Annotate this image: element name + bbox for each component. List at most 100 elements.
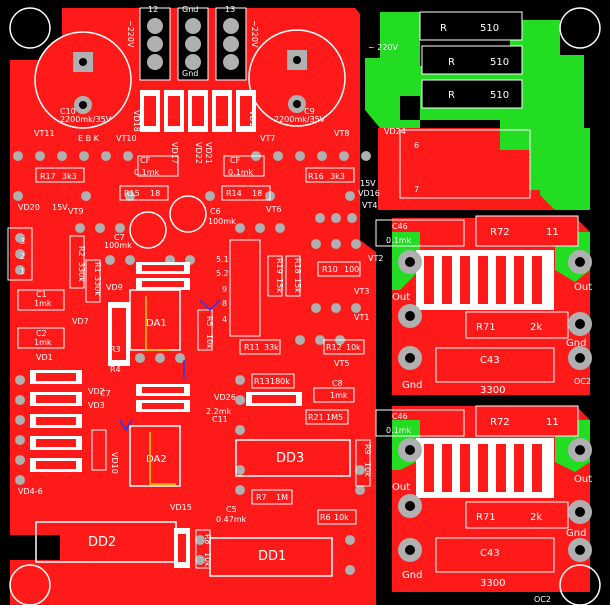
label-r-top1-val: 510 [480, 23, 499, 34]
label-vd3: VD3 [88, 401, 105, 410]
label-r21: R21 [308, 413, 324, 422]
label-r13-val: 180k [270, 377, 290, 386]
label-220v-right: ~220V [250, 20, 259, 48]
label-vt8: VT8 [334, 129, 349, 138]
label-c2-val: 1mk [34, 338, 52, 347]
label-vd24: VD24 [384, 127, 406, 136]
label-dd2: DD2 [88, 535, 116, 550]
label-pins-8: 8 [222, 299, 227, 308]
chip-dd1 [209, 537, 333, 577]
label-cf-right-val: 0.1mk [228, 168, 254, 177]
label-r1: R1 [93, 262, 102, 273]
label-r5: R5 [205, 316, 214, 327]
label-r15: R15 [124, 189, 140, 198]
label-pins-5-1: 5.1 [216, 255, 229, 264]
label-r14: R14 [226, 189, 242, 198]
label-vd2: VD2 [88, 387, 105, 396]
label-r72-a-val: 11 [546, 227, 559, 238]
chip-da2 [129, 425, 181, 487]
label-r13: R13 [254, 377, 270, 386]
label-r71-b: R71 [476, 512, 496, 523]
label-gnd-r2: Gnd [566, 528, 586, 539]
label-vt6: VT6 [266, 205, 281, 214]
label-pins-1: 1 [20, 267, 25, 276]
label-vt2: VT2 [368, 254, 383, 263]
label-r2-val: 330k [77, 262, 86, 282]
label-r7-val: 1M [276, 493, 288, 502]
label-r72-b-val: 11 [546, 417, 559, 428]
label-r72-a: R72 [490, 227, 510, 238]
label-dd3: DD3 [276, 451, 304, 466]
label-r7: R7 [256, 493, 267, 502]
label-pin-12: 12 [148, 5, 158, 14]
label-pins-5-2: 5.2 [216, 269, 229, 278]
label-cf-left: CF [140, 156, 151, 165]
label-vd18-right: VD18 [248, 110, 257, 132]
label-vt7: VT7 [260, 134, 275, 143]
label-cf-left-val: 0.1mk [134, 168, 160, 177]
label-c46-a: C46 [392, 222, 408, 231]
label-220v-top-right: ~ 220V [368, 43, 399, 52]
label-c11-val: 2.2mk [206, 407, 232, 416]
label-vt3: VT3 [354, 287, 369, 296]
label-c10-val: 2200mk/35V [60, 115, 112, 124]
label-sv-15v: 15V [360, 179, 376, 188]
pin-header-mid [229, 239, 261, 337]
label-vd22: VD22 [194, 142, 203, 164]
label-c6: C6 [210, 207, 221, 216]
diodes-around-da [136, 262, 190, 412]
label-vd1: VD1 [36, 353, 53, 362]
label-c5: C5 [226, 505, 237, 514]
label-pins-2: 2 [20, 252, 25, 261]
label-vt9: VT9 [68, 207, 83, 216]
label-vt10: VT10 [116, 134, 137, 143]
label-r71-a-val: 2k [530, 322, 542, 333]
label-oc2-a: OC2 [574, 377, 591, 386]
label-r19-val: 15k [275, 278, 284, 293]
label-c2: C2 [36, 329, 47, 338]
label-vd17: VD17 [170, 142, 179, 164]
output-stage-lower [375, 405, 592, 573]
label-r16: R16 [308, 172, 324, 181]
label-r71-b-val: 2k [530, 512, 542, 523]
label-c9: C9 [304, 107, 315, 116]
output-stage-upper [375, 215, 592, 383]
label-vd4-6: VD4-6 [18, 487, 43, 496]
label-c11: C11 [212, 415, 228, 424]
label-pins-3: 3 [20, 237, 25, 246]
label-gnd-r1: Gnd [566, 338, 586, 349]
label-vt5: VT5 [334, 359, 349, 368]
label-r2: R2 [77, 246, 86, 257]
label-pins-9: 9 [222, 285, 227, 294]
capacitor-c2-box [17, 327, 65, 349]
label-pins-4: 4 [222, 315, 227, 324]
label-r8: R8 [203, 534, 212, 545]
label-c5-val: 0.47mk [216, 515, 247, 524]
label-r10: R10 [322, 265, 338, 274]
label-vd20-val: 15V [52, 203, 68, 212]
label-dd1: DD1 [258, 549, 286, 564]
label-vd20: VD20 [18, 203, 40, 212]
label-ebk-1: E B K [78, 134, 100, 143]
label-c43-a: C43 [480, 355, 500, 366]
label-vd18-left: VD18 [132, 110, 141, 132]
label-r-top3: R [448, 90, 455, 101]
pin-header-left [7, 227, 33, 281]
capacitor-c9 [248, 29, 346, 127]
label-r-top3-val: 510 [490, 90, 509, 101]
label-vt4: VT4 [362, 201, 377, 210]
label-r21-val: 1M5 [326, 413, 343, 422]
label-220v-left: ~220V [126, 20, 135, 48]
label-c7-val: 100mk [104, 241, 132, 250]
label-c9-val: 2200mk/35V [274, 115, 326, 124]
label-c43-b-val: 3300 [480, 578, 505, 589]
label-out-l1: Out [392, 292, 410, 303]
label-r15-val: 18 [150, 189, 160, 198]
chip-dd3 [235, 439, 351, 477]
label-conn-7: 7 [414, 185, 419, 194]
label-pin-13: 13 [225, 5, 235, 14]
label-r9: R9 [363, 444, 372, 455]
label-c1-val: 1mk [34, 299, 52, 308]
label-c1: C1 [36, 290, 47, 299]
